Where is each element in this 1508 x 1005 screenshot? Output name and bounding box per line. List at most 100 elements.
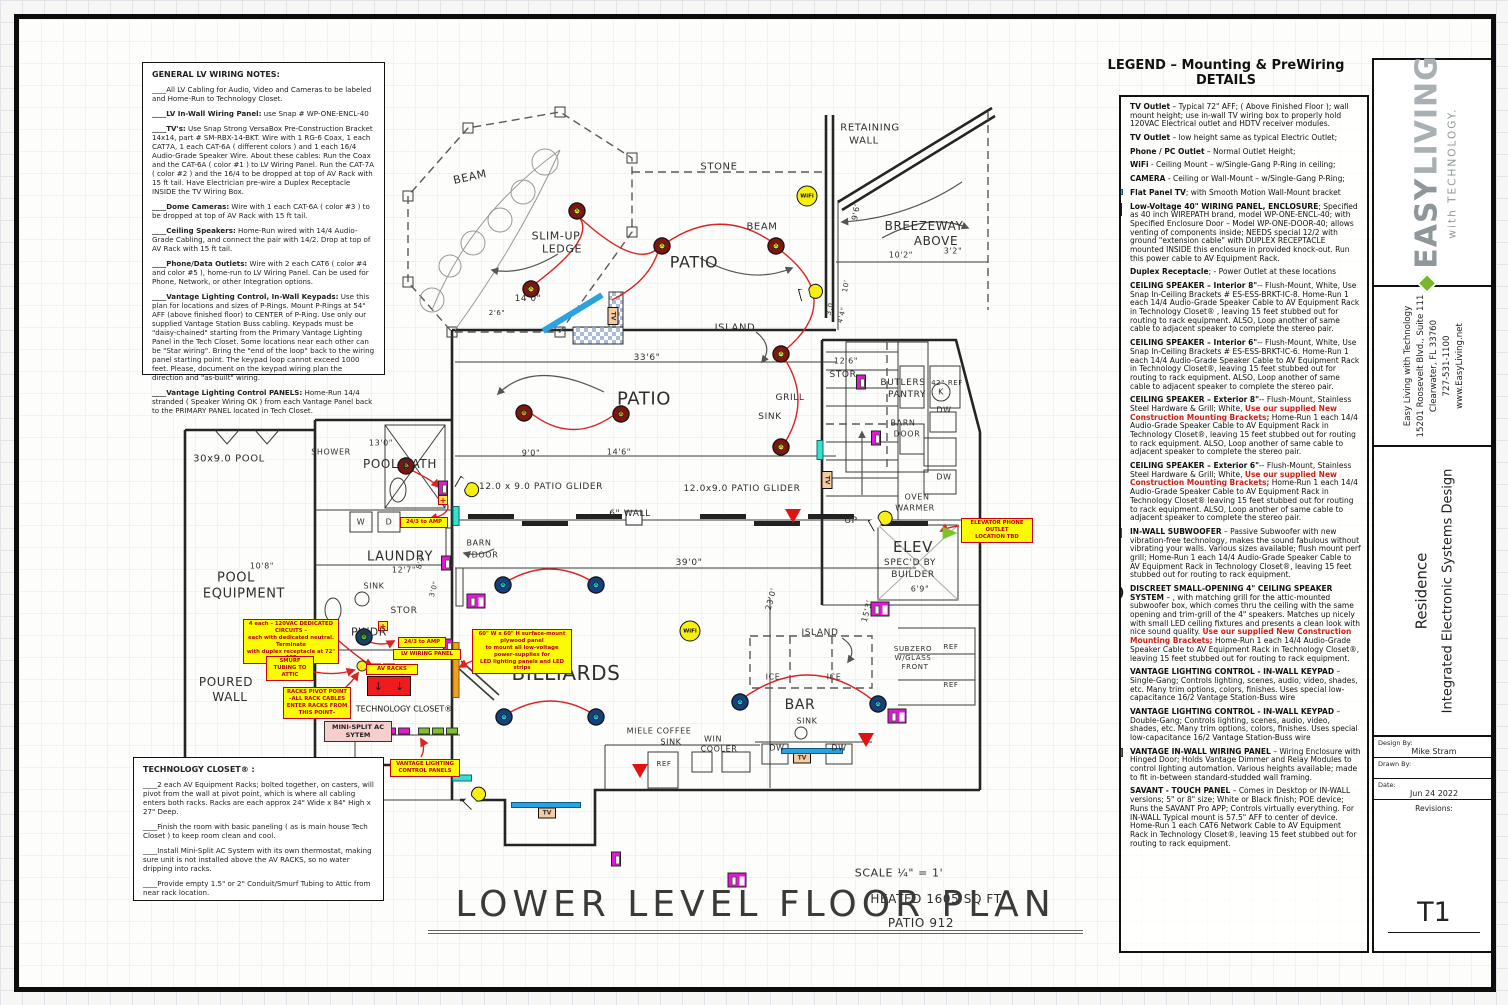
panel-40-slot: 40" [1121,202,1123,216]
plan-label: BEAM [452,167,488,187]
plan-label: BAR [784,697,816,713]
duplex-sm-icon: + [438,495,448,505]
plan-label: COOLER [700,744,738,754]
general-notes-list: ____All LV Cabling for Audio, Video and … [152,85,375,415]
sub-icon [816,440,824,460]
legend-text: Flat Panel TV; with Smooth Motion Wall-M… [1130,187,1341,197]
plan-label: POURED [198,675,254,689]
plan-label: BUTLERS [880,378,926,388]
general-lv-wiring-notes-box: GENERAL LV WIRING NOTES: ____All LV Cabl… [142,62,385,415]
general-notes-title: GENERAL LV WIRING NOTES: [152,70,280,79]
legend-text: Phone / PC Outlet – Normal Outlet Height… [1130,146,1296,156]
plan-label: DW [769,743,785,753]
legend-item: ✕CEILING SPEAKER – Interior 8"-- Flush-M… [1130,281,1361,334]
legend-text: CEILING SPEAKER – Interior 8"-- Flush-Mo… [1130,281,1360,334]
savant-icon [858,733,874,747]
plan-label: BEAM [746,221,778,233]
legend-item: ✕CEILING SPEAKER – Exterior 8"-- Flush-M… [1130,395,1361,457]
mod-m-icon [398,727,410,735]
plan-label: ICE [826,672,842,682]
date-label: Date: [1378,781,1396,789]
savant-icon [785,509,801,523]
avracks-icon: ↓↓ [367,676,411,696]
plan-label: PATIO [669,252,719,272]
camera-icon [454,475,483,500]
spk-ext6-slot: ✕ [1121,462,1123,477]
plan-label: DOOR [471,550,499,560]
kp2-icon [887,708,907,724]
plan-label: 13'0" [368,438,394,448]
design-by-row: Design By: Mike Stram [1374,737,1494,758]
title-block: EASY LIVING with TECHNOLOGY. Easy Living… [1372,55,1496,953]
legend-item: SUB IN-WALL SUBWOOFER – Passive Subwoofer… [1121,526,1361,580]
note-item: ____TV's: Use Snap Strong VersaBox Pre-C… [152,124,374,196]
plan-label: W/GLASS [894,654,932,662]
plan-label: 14'0" [514,294,542,304]
kp2-icon [466,593,486,609]
plan-label: PATIO 912 [887,916,955,930]
plan-label: ISLAND [801,628,839,638]
plan-label: WALL [849,135,879,147]
sub-slot: SUB [1121,527,1123,538]
plan-label: SINK [660,737,682,747]
plan-label: SINK [363,581,385,591]
tv-high-icon: TV [821,471,833,489]
date-row: Date: Jun 24 2022 [1374,779,1494,800]
flat-tv-icon [511,802,581,808]
plan-label: 12.0x9.0 PATIO GLIDER [683,484,801,494]
plan-label: DW [936,405,952,415]
plan-label: MIELE COFFEE [626,726,692,736]
plan-note: 24/3 to AMP [400,517,448,528]
discreet-slot: ✕✕ [1121,585,1123,600]
plan-label: 10'8" [249,561,275,571]
closet-notes-list: ____2 each AV Equipment Racks; bolted to… [143,780,374,897]
legend-text: VANTAGE IN-WALL WIRING PANEL – Wiring En… [1130,746,1361,782]
legend-text: TV Outlet – Typical 72" AFF; ( Above Fin… [1130,102,1349,129]
plan-label: 9'6' [850,202,862,222]
legend-text: Duplex Receptacle; - Power Outlet at the… [1130,267,1337,277]
tv-low-slot: TV [1121,134,1123,145]
company-logo: EASY LIVING with TECHNOLOGY. [1374,55,1494,294]
design-by-value: Mike Stram [1411,747,1457,756]
plan-label: 3.0 [824,301,836,317]
spk-int8-icon: ✕ [496,709,512,725]
kp1-icon [871,430,881,446]
plan-label: UP [844,516,858,526]
kp1-icon [438,480,448,496]
address-line: Easy Living with Technology [1402,305,1413,427]
plan-label: ICE [765,672,781,682]
logo-word-easy: EASY [1409,177,1445,269]
spk-ext8-icon: ✕ [768,238,784,254]
legend-item: VANTAGE LIGHTING CONTROL - IN-WALL KEYPA… [1130,707,1361,743]
camera-icon [867,507,896,532]
legend-text: WiFi - Ceiling Mount – w/Single-Gang P-R… [1130,160,1336,170]
legend-item: ✕CEILING SPEAKER – Interior 6"-- Flush-M… [1130,338,1361,391]
legend-text: IN-WALL SUBWOOFER – Passive Subwoofer wi… [1130,526,1361,580]
technology-closet-notes-box: TECHNOLOGY CLOSET® : ____2 each AV Equip… [133,757,384,901]
vpanel-icon [1121,747,1123,757]
kp1-icon [856,374,866,390]
address-line: 727-531-1100 [1441,335,1452,397]
legend-item: VANTAGE LIGHTING CONTROL - IN-WALL KEYPA… [1130,667,1361,703]
project-title: Residence Integrated Electronic Systems … [1374,447,1494,737]
plan-label: STOR [390,606,418,616]
sub-icon [452,506,460,526]
tv-high-icon: TV [607,307,619,325]
note-item: ____LV In-Wall Wiring Panel: use Snap # … [152,109,369,118]
legend-text: CEILING SPEAKER – Interior 6"-- Flush-Mo… [1130,338,1360,391]
spk-ext8-icon: ✕ [773,439,789,455]
plan-label: 12'7" [391,565,417,575]
plan-label: SPEC'D BY [884,558,936,568]
plan-label: 3'2" [943,246,963,256]
closet-notes-title: TECHNOLOGY CLOSET® : [143,765,255,774]
sheet-title: LOWER LEVEL FLOOR PLAN [428,884,1083,934]
tv-high-icon: TV [793,752,811,764]
phone-tri-icon [942,526,958,540]
camera-icon [462,783,489,811]
spk-int8-slot: ✕ [1121,282,1123,297]
plan-label: 30x9.0 POOL [193,453,265,465]
plan-label: K [938,387,944,397]
